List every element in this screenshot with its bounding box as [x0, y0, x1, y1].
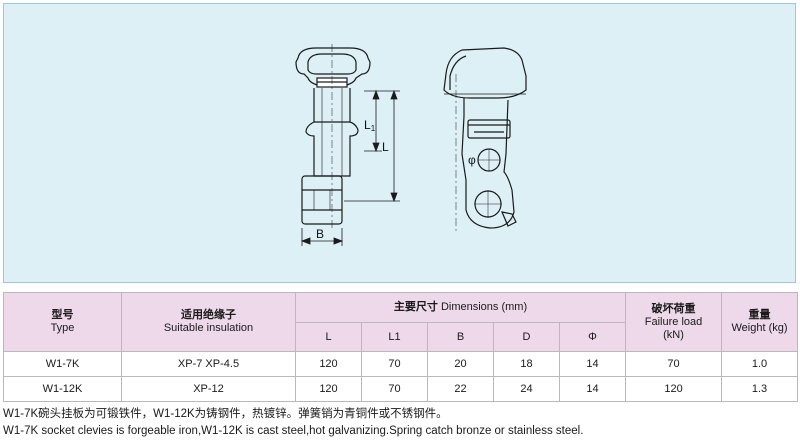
dim-label-l: L	[382, 140, 389, 154]
cell-type: W1-12K	[3, 376, 122, 402]
col-b-header: B	[427, 322, 494, 352]
cell-insulation: XP-12	[121, 376, 296, 402]
col-failure-load-header: 破坏荷重 Failure load (kN)	[625, 292, 723, 352]
cell-d: 24	[493, 376, 560, 402]
cell-b: 22	[427, 376, 494, 402]
table-row: W1-7K XP-7 XP-4.5 120 70 20 18 14 70 1.0	[3, 351, 799, 377]
dim-label-l1: L1	[364, 118, 376, 133]
cell-type: W1-7K	[3, 351, 122, 377]
cell-l1: 70	[361, 376, 428, 402]
col-insulation-header: 适用绝缘子 Suitable insulation	[121, 292, 296, 352]
side-view-body	[461, 98, 515, 229]
side-view-spring-catch	[467, 119, 511, 139]
table-row: W1-12K XP-12 120 70 22 24 14 120 1.3	[3, 376, 799, 402]
side-view-socket-head	[443, 47, 527, 99]
col-l1-header: L1	[361, 322, 428, 352]
dim-label-b: B	[316, 227, 324, 241]
technical-drawing-panel: L1 L B φ	[3, 3, 796, 283]
col-type-header: 型号 Type	[3, 292, 122, 352]
material-notes: W1-7K碗头挂板为可锻铁件，W1-12K为铸钢件，热镀锌。弹簧销为青铜件或不锈…	[3, 406, 583, 440]
col-dimensions-header: 主要尺寸 Dimensions (mm)	[294, 292, 627, 323]
note-chinese: W1-7K碗头挂板为可锻铁件，W1-12K为铸钢件，热镀锌。弹簧销为青铜件或不锈…	[3, 408, 448, 420]
cell-weight: 1.3	[721, 376, 799, 402]
cell-b: 20	[427, 351, 494, 377]
cell-d: 18	[493, 351, 560, 377]
col-l-header: L	[295, 322, 362, 352]
cell-failure-load: 120	[625, 376, 723, 402]
front-view-clevis	[301, 175, 343, 225]
cell-insulation: XP-7 XP-4.5	[121, 351, 296, 377]
cell-l: 120	[295, 376, 362, 402]
cell-phi: 14	[558, 351, 627, 377]
col-weight-header: 重量 Weight (kg)	[721, 292, 799, 352]
cell-failure-load: 70	[625, 351, 723, 377]
col-phi-header: Φ	[558, 322, 627, 352]
note-english: W1-7K socket clevies is forgeable iron,W…	[3, 425, 584, 437]
spec-table: 型号 Type 适用绝缘子 Suitable insulation 主要尺寸 D…	[3, 292, 799, 402]
cell-weight: 1.0	[721, 351, 799, 377]
cell-l: 120	[295, 351, 362, 377]
cell-phi: 14	[558, 376, 627, 402]
cell-l1: 70	[361, 351, 428, 377]
socket-clevis-drawing: L1 L B φ	[295, 44, 527, 246]
col-d-header: D	[493, 322, 560, 352]
dim-label-phi: φ	[468, 153, 476, 167]
